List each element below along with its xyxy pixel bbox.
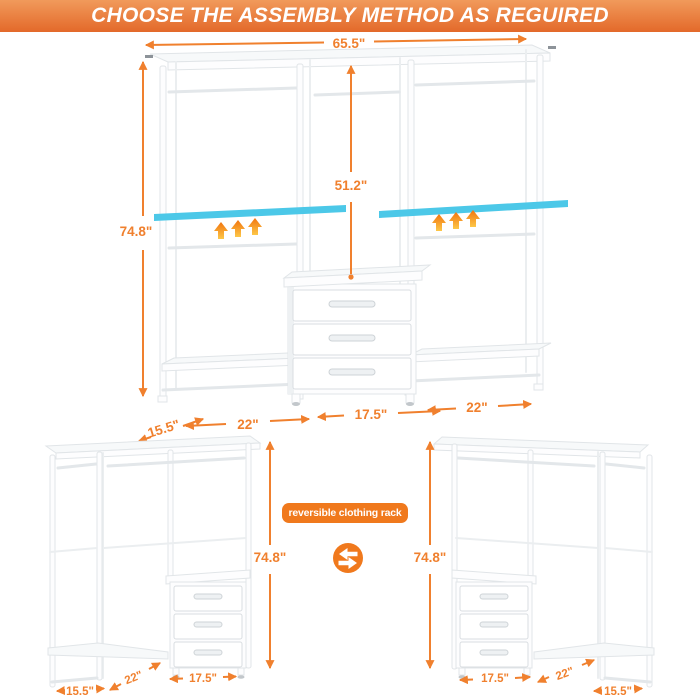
- hanging-rod: [604, 462, 646, 470]
- adjustable-shelf-highlight-left: [154, 205, 346, 221]
- hanging-rod-center: [313, 90, 401, 97]
- drawer-handle: [193, 621, 223, 628]
- right-l-config-diagram: 74.8" 17.5" 22" 15.5": [414, 436, 655, 698]
- dim-depth: 15.5": [66, 686, 94, 698]
- hanging-rod: [456, 456, 596, 468]
- reversible-badge: reversible clothing rack: [282, 503, 408, 523]
- corner-shelf: [47, 642, 169, 660]
- left-l-config-diagram: 74.8" 15.5" 22" 17.5": [44, 435, 287, 698]
- dim-height: 74.8": [120, 224, 153, 239]
- drawer-handle: [328, 368, 376, 376]
- drawer-handle: [479, 593, 509, 600]
- drawer-handle: [479, 621, 509, 628]
- banner-title: CHOOSE THE ASSEMBLY METHOD AS REGUIRED: [91, 4, 609, 27]
- side-hook-right: [548, 46, 556, 49]
- dim-width: 65.5": [333, 36, 366, 51]
- dim-right-section: 22": [466, 400, 487, 415]
- main-rack-diagram: 65.5" 74.8" 51.2" 22" 17.5" 22": [118, 34, 568, 443]
- left-config-dimensions: 74.8" 15.5" 22" 17.5": [55, 440, 287, 698]
- banner: CHOOSE THE ASSEMBLY METHOD AS REGUIRED: [0, 0, 700, 32]
- hanging-rod-lower-right: [414, 232, 536, 240]
- drawer-handle: [193, 649, 223, 656]
- dim-depth: 15.5": [146, 417, 182, 441]
- dim-drawers: 17.5": [481, 673, 509, 685]
- side-hook-left: [145, 55, 153, 58]
- up-arrow-icon-group-left: [214, 218, 262, 239]
- dim-depth: 15.5": [604, 686, 632, 698]
- dim-corner: 22": [123, 669, 144, 687]
- dim-left-section: 22": [237, 417, 258, 432]
- drawer-unit-main: [282, 264, 432, 406]
- hanging-rod: [56, 462, 98, 470]
- drawer-handle: [479, 649, 509, 656]
- hanging-rod-left: [167, 86, 298, 94]
- dim-corner: 22": [554, 665, 575, 683]
- dim-height: 74.8": [254, 550, 287, 565]
- hanging-rod-lower-left: [167, 242, 298, 250]
- adjustable-shelf-highlight-right: [379, 200, 568, 218]
- swap-arrows-icon: [333, 543, 363, 573]
- main-dimensions: 65.5" 74.8" 51.2" 22" 17.5" 22": [118, 34, 533, 443]
- dim-inner-height: 51.2": [335, 178, 368, 193]
- dim-center-section: 17.5": [355, 407, 388, 422]
- drawer-handle: [328, 334, 376, 342]
- dim-height: 74.8": [414, 550, 447, 565]
- reversible-badge-label: reversible clothing rack: [288, 507, 402, 519]
- hanging-rod: [106, 456, 246, 468]
- drawer-unit-left-config: [165, 569, 251, 679]
- dim-drawers: 17.5": [189, 673, 217, 685]
- drawer-handle: [193, 593, 223, 600]
- drawer-unit-right-config: [451, 569, 537, 679]
- drawer-handle: [328, 300, 376, 308]
- corner-shelf: [533, 642, 655, 660]
- right-config-dimensions: 74.8" 17.5" 22" 15.5": [414, 440, 644, 698]
- hanging-rod-right: [414, 79, 536, 87]
